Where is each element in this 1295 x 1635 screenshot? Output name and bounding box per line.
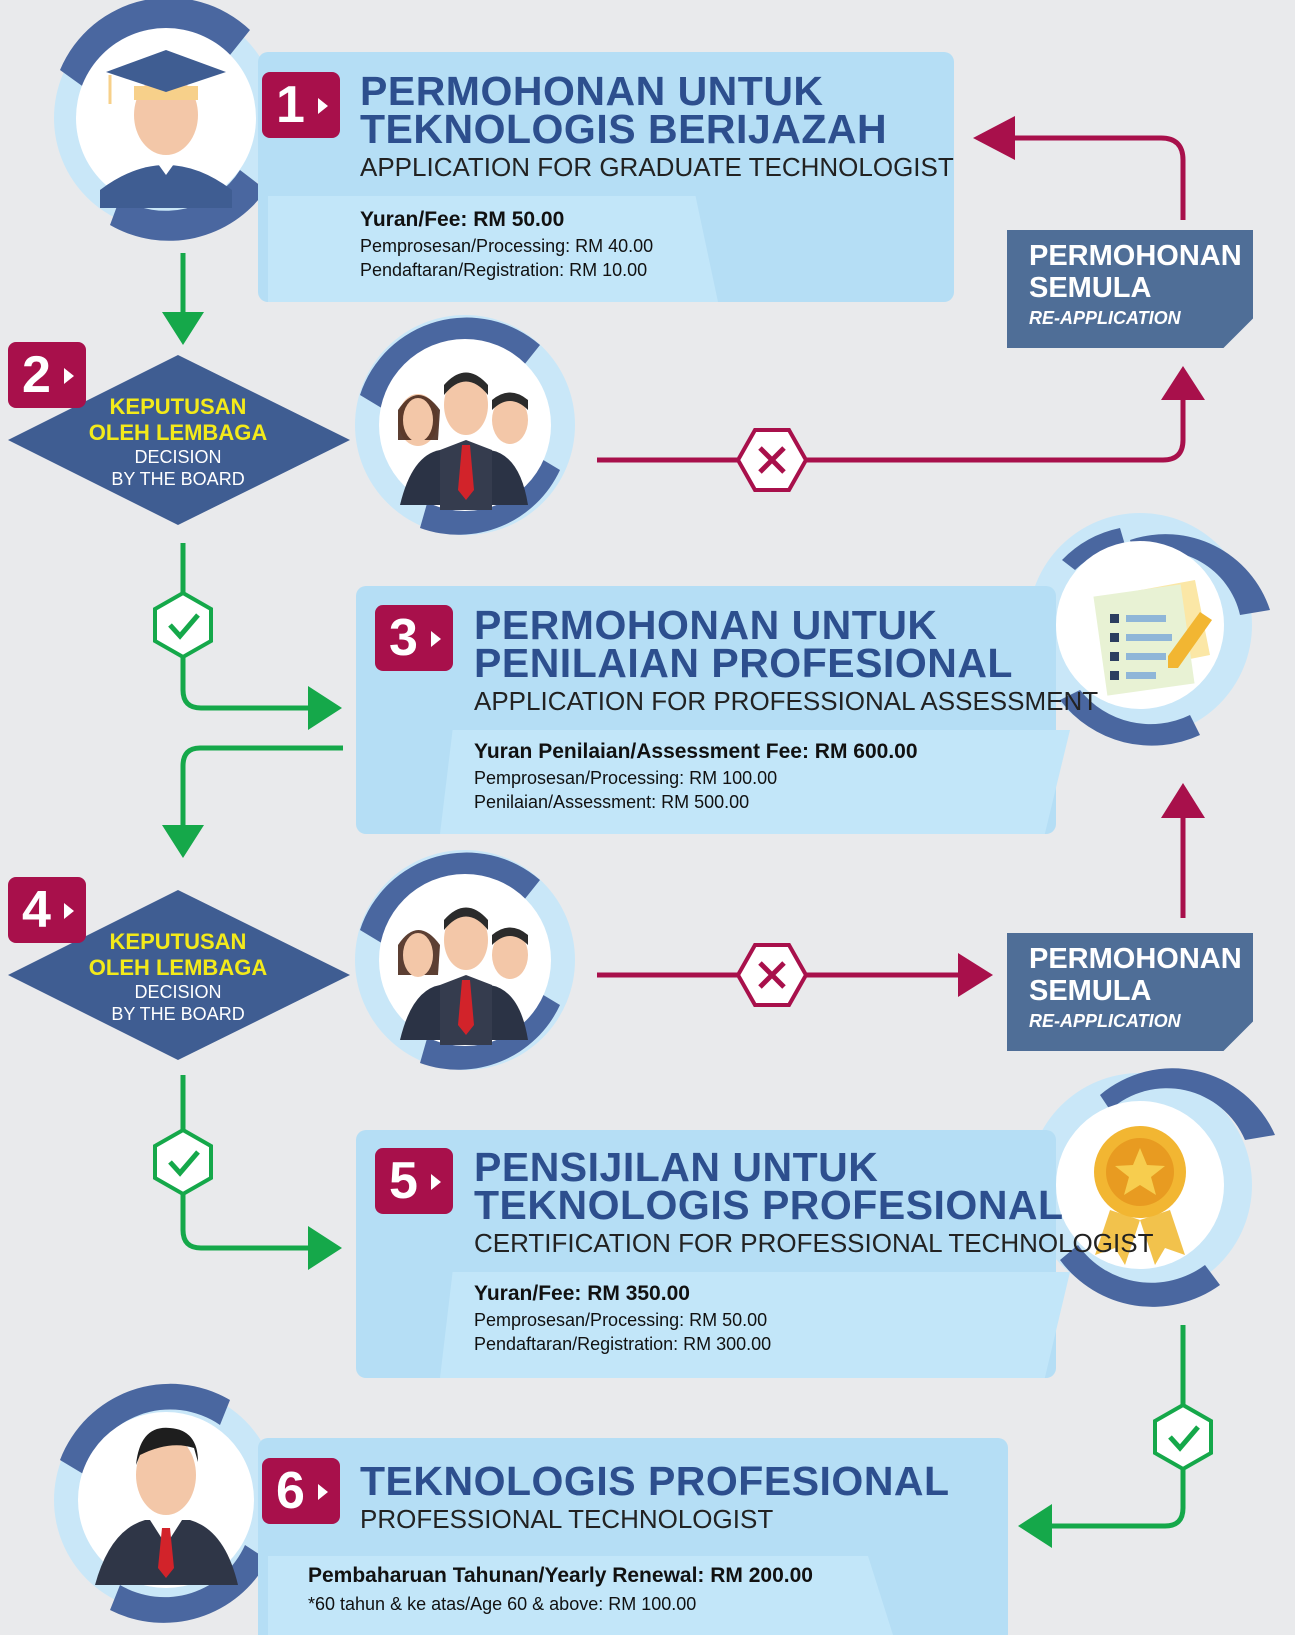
step-4-decision-text: KEPUTUSAN OLEH LEMBAGA DECISION BY THE B… <box>48 929 308 1025</box>
check-icon <box>153 1127 213 1197</box>
step-6-fee-box <box>268 1556 893 1635</box>
reject-arrowheads <box>958 116 1205 997</box>
graduate-icon <box>54 0 278 241</box>
award-ribbon-icon <box>1028 1068 1275 1307</box>
decision-diamond <box>8 355 350 525</box>
step-5-fee-box <box>440 1272 1070 1378</box>
step-1-fee-main: Yuran/Fee: RM 50.00 <box>360 208 565 231</box>
check-icon <box>153 590 213 660</box>
step-5-title-en: CERTIFICATION FOR PROFESSIONAL TECHNOLOG… <box>474 1228 1154 1258</box>
step-5-fee-line-1: Pemprosesan/Processing: RM 50.00 <box>474 1310 768 1330</box>
step-3-title-ms-1: PERMOHONAN UNTUK <box>474 602 938 648</box>
accept-arrowheads <box>162 312 1052 1548</box>
board-members-icon <box>355 315 575 535</box>
step-1-fee-box <box>268 196 718 302</box>
step-number-badge: 5 <box>375 1148 453 1214</box>
decision-en-line-2: BY THE BOARD <box>111 1004 245 1024</box>
accept-connectors <box>180 253 1186 1529</box>
step-number-badge: 3 <box>375 605 453 671</box>
step-1-title-en: APPLICATION FOR GRADUATE TECHNOLOGIST <box>360 152 954 182</box>
step-1-fee-line-2: Pendaftaran/Registration: RM 10.00 <box>360 260 648 280</box>
step-6-fee-main: Pembaharuan Tahunan/Yearly Renewal: RM 2… <box>308 1564 813 1587</box>
step-6-fee-line-1: *60 tahun & ke atas/Age 60 & above: RM 1… <box>308 1594 697 1614</box>
step-3-title-en: APPLICATION FOR PROFESSIONAL ASSESSMENT <box>474 686 1099 716</box>
decision-en-line-1: DECISION <box>134 982 222 1002</box>
checklist-document-icon <box>1028 513 1270 746</box>
step-6-title-ms: TEKNOLOGIS PROFESIONAL <box>360 1458 950 1504</box>
step-number-badge: 1 <box>262 72 340 138</box>
step-2-decision-text: KEPUTUSAN OLEH LEMBAGA DECISION BY THE B… <box>48 394 308 490</box>
step-5-title-ms-2: TEKNOLOGIS PROFESIONAL <box>474 1182 1064 1228</box>
professional-man-icon <box>54 1383 278 1623</box>
step-5-title-ms-1: PENSIJILAN UNTUK <box>474 1144 879 1190</box>
step-1-fee-line-1: Pemprosesan/Processing: RM 40.00 <box>360 236 654 256</box>
step-3-fee-box <box>440 730 1070 834</box>
reject-x-icon <box>735 428 809 492</box>
step-3-title-ms-2: PENILAIAN PROFESIONAL <box>474 640 1013 686</box>
decision-en-line-1: DECISION <box>134 447 222 467</box>
board-members-icon <box>355 850 575 1070</box>
step-3-fee-main: Yuran Penilaian/Assessment Fee: RM 600.0… <box>474 740 918 763</box>
decision-ms-line-2: OLEH LEMBAGA <box>88 955 268 980</box>
reject-x-icon <box>735 943 809 1007</box>
reapp-label-en: RE-APPLICATION <box>1029 1011 1181 1031</box>
step-5-fee-main: Yuran/Fee: RM 350.00 <box>474 1282 690 1305</box>
decision-ms-line-1: KEPUTUSAN <box>109 929 247 954</box>
step-number-badge: 4 <box>8 877 86 943</box>
step-number-badge: 6 <box>262 1458 340 1524</box>
step-1-title-ms-2: TEKNOLOGIS BERIJAZAH <box>360 106 888 152</box>
decision-ms-line-1: KEPUTUSAN <box>109 394 247 419</box>
step-3-fee-line-2: Penilaian/Assessment: RM 500.00 <box>474 792 750 812</box>
step-number-badge: 2 <box>8 342 86 408</box>
decision-en-line-2: BY THE BOARD <box>111 469 245 489</box>
step-5-fee-line-2: Pendaftaran/Registration: RM 300.00 <box>474 1334 772 1354</box>
reapp-label-en: RE-APPLICATION <box>1029 308 1181 328</box>
step-3-fee-line-1: Pemprosesan/Processing: RM 100.00 <box>474 768 778 788</box>
step-1-title-ms-1: PERMOHONAN UNTUK <box>360 68 824 114</box>
check-icon <box>1153 1402 1213 1472</box>
step-6-title-en: PROFESSIONAL TECHNOLOGIST <box>360 1504 774 1534</box>
decision-diamond <box>8 890 350 1060</box>
decision-ms-line-2: OLEH LEMBAGA <box>88 420 268 445</box>
